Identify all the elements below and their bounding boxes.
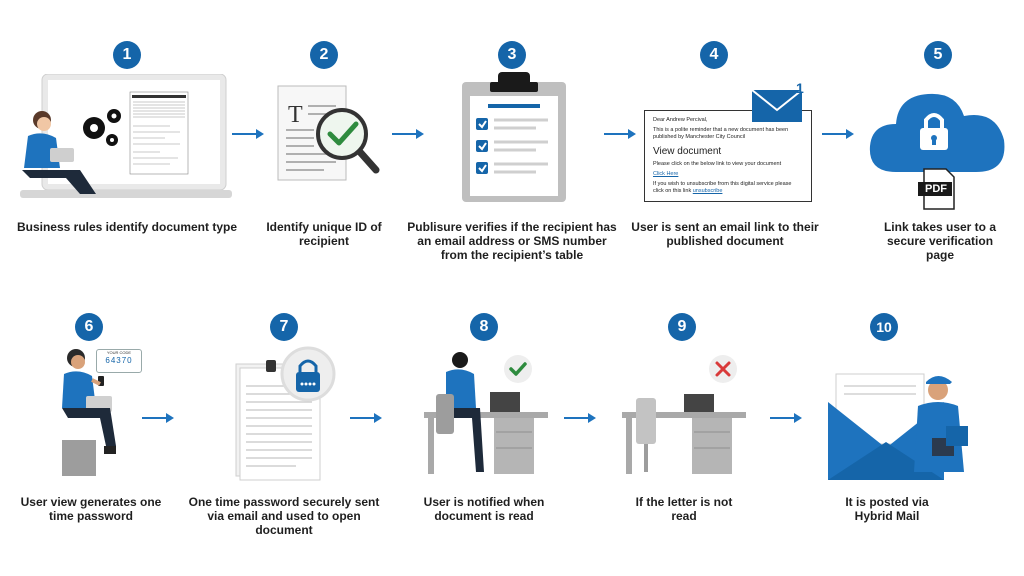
step-6-caption: User view generates one time password bbox=[20, 495, 162, 523]
empty-desk-illustration bbox=[622, 388, 746, 478]
cloud-lock-icon bbox=[866, 84, 1010, 176]
step-5-number: 5 bbox=[924, 41, 952, 69]
step-2-number: 2 bbox=[310, 41, 338, 69]
step-9-caption: If the letter is not read bbox=[632, 495, 736, 523]
step-4-caption: User is sent an email link to their publ… bbox=[630, 220, 820, 248]
arrow-6-to-7 bbox=[142, 412, 174, 424]
arrow-9-to-10 bbox=[770, 412, 802, 424]
arrow-8-to-9 bbox=[564, 412, 596, 424]
hybrid-mail-illustration bbox=[828, 362, 984, 482]
email-body: This is a polite reminder that a new doc… bbox=[653, 127, 803, 141]
step-4-number: 4 bbox=[700, 41, 728, 69]
step-10-number: 10 bbox=[870, 313, 898, 341]
step-7-number: 7 bbox=[270, 313, 298, 341]
arrow-1-to-2 bbox=[232, 128, 264, 140]
otp-bubble: YOUR CODE 64370 bbox=[96, 349, 142, 373]
step-7-caption: One time password securely sent via emai… bbox=[186, 495, 382, 537]
step-8-caption: User is notified when document is read bbox=[412, 495, 556, 523]
arrow-3-to-4 bbox=[604, 128, 636, 140]
documents-lock-illustration bbox=[226, 346, 342, 482]
step-3-caption: Publisure verifies if the recipient has … bbox=[404, 220, 620, 262]
otp-code: 64370 bbox=[97, 356, 141, 366]
email-view-heading: View document bbox=[653, 146, 803, 158]
step-8-number: 8 bbox=[470, 313, 498, 341]
pdf-label: PDF bbox=[920, 182, 952, 196]
cross-icon bbox=[708, 354, 738, 384]
step-6-number: 6 bbox=[75, 313, 103, 341]
laptop-document-illustration bbox=[20, 74, 232, 204]
clipboard-checklist-icon bbox=[460, 72, 568, 204]
step-1-caption: Business rules identify document type bbox=[4, 220, 250, 234]
step-10-caption: It is posted via Hybrid Mail bbox=[832, 495, 942, 523]
pdf-file-icon: PDF bbox=[918, 168, 958, 210]
step-3-number: 3 bbox=[498, 41, 526, 69]
check-icon bbox=[503, 354, 533, 384]
email-unsubscribe-link[interactable]: unsubscribe bbox=[693, 188, 723, 194]
envelope-badge: 1 bbox=[796, 80, 804, 96]
email-click-link[interactable]: Click Here bbox=[653, 171, 678, 177]
arrow-2-to-3 bbox=[392, 128, 424, 140]
svg-text:T: T bbox=[288, 102, 303, 128]
step-2-caption: Identify unique ID of recipient bbox=[262, 220, 386, 248]
arrow-7-to-8 bbox=[350, 412, 382, 424]
arrow-4-to-5 bbox=[822, 128, 854, 140]
step-1-number: 1 bbox=[113, 41, 141, 69]
step-5-caption: Link takes user to a secure verification… bbox=[872, 220, 1008, 262]
magnifier-check-icon: T bbox=[274, 84, 384, 184]
email-instruction: Please click on the below link to view y… bbox=[653, 161, 803, 168]
step-9-number: 9 bbox=[668, 313, 696, 341]
